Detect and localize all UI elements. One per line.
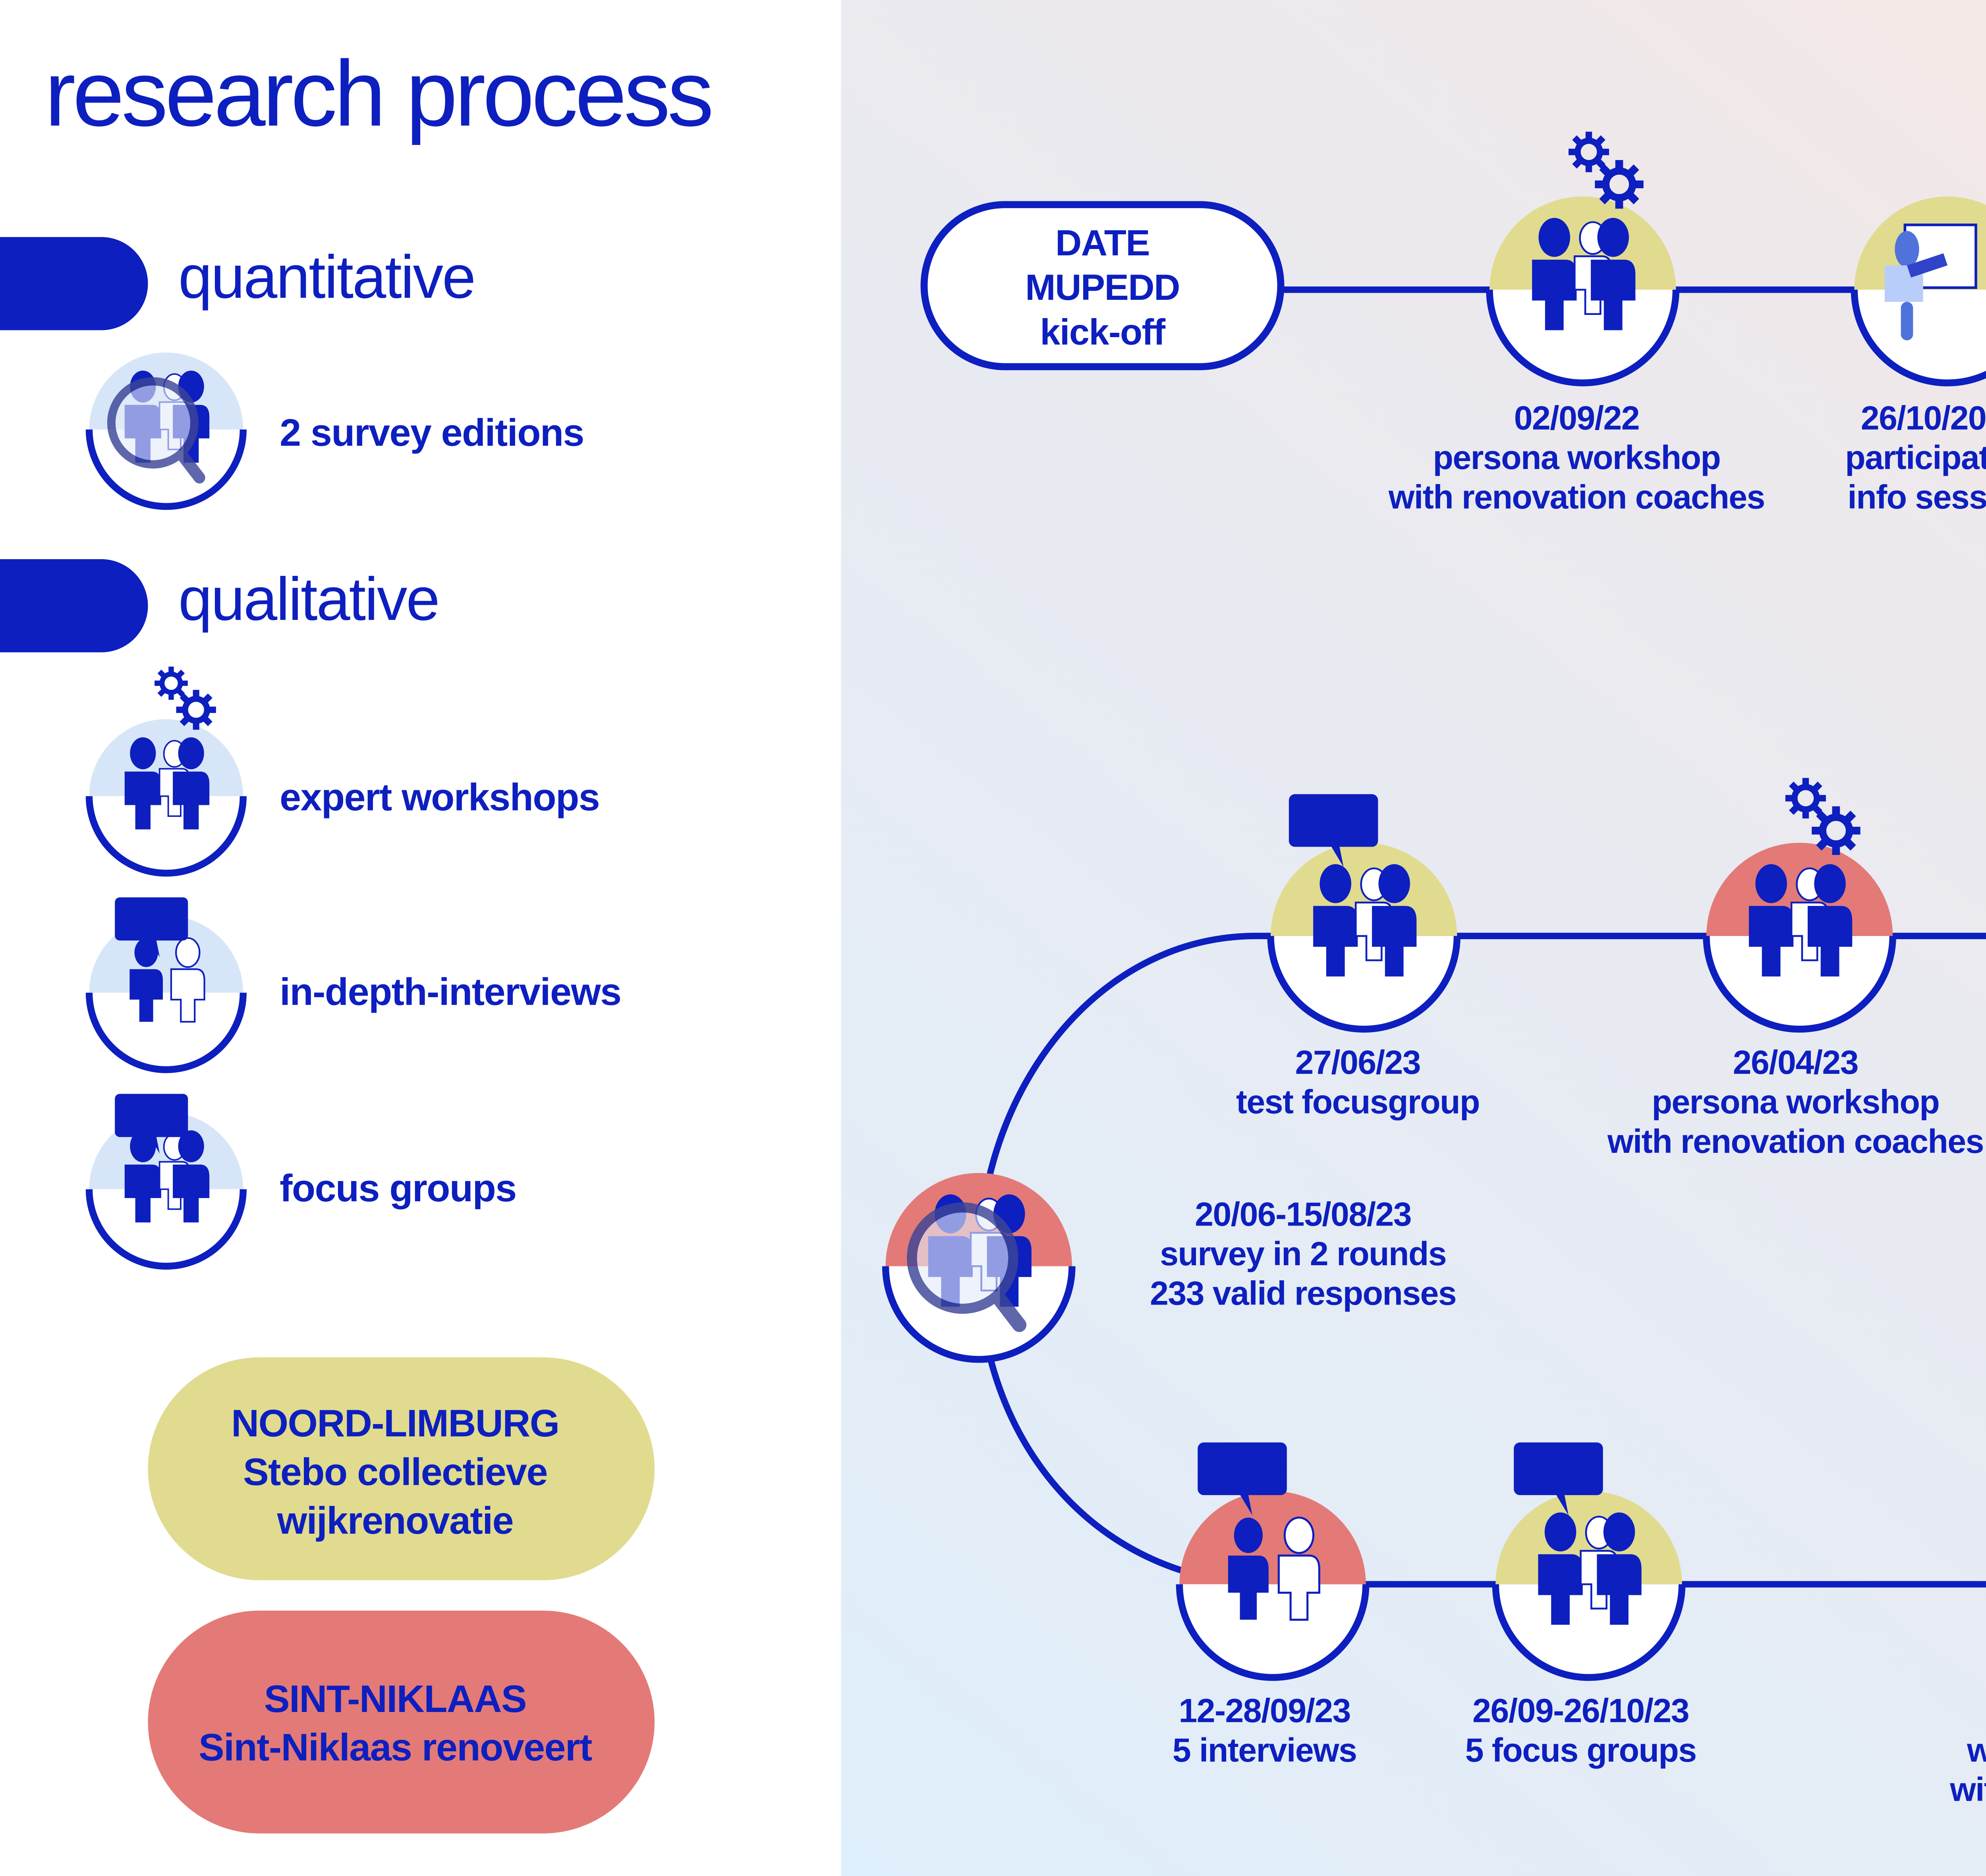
milestone-m11: 26/09-26/10/235 focus groups <box>1465 1442 1697 1769</box>
milestone-description: persona workshop <box>1433 439 1721 476</box>
node-lower-fill <box>89 992 243 1070</box>
node-outline <box>85 1189 247 1270</box>
milestone-description: survey in 2 rounds <box>1160 1235 1446 1272</box>
milestone-node-info-session <box>1851 196 1986 386</box>
milestone-date: 26/10/2022 <box>1861 400 1986 437</box>
qualitative-section: qualitative expert workshops in-depth-in… <box>0 559 622 1270</box>
milestone-description: 5 focus groups <box>1465 1731 1696 1769</box>
legend-label-interviews: in-depth-interviews <box>280 970 621 1013</box>
milestone-date: 26/09-26/10/23 <box>1472 1692 1689 1729</box>
region-pill-noord-limburg <box>148 1357 655 1581</box>
milestone-date: 27/06/23 <box>1295 1044 1420 1081</box>
node-lower-fill <box>1270 936 1457 1029</box>
milestone-description: with renovation coaches <box>1607 1123 1984 1160</box>
node-outline <box>85 992 247 1073</box>
region-name-sint-niklaas: SINT-NIKLAAS <box>264 1677 526 1720</box>
node-outline <box>882 1266 1076 1363</box>
milestone-node-focus-group <box>1492 1442 1686 1681</box>
region-name-noord-limburg: NOORD-LIMBURG <box>231 1401 559 1445</box>
legend-label-survey: 2 survey editions <box>280 411 584 454</box>
region-desc-noord-limburg-1: Stebo collectieve <box>243 1450 547 1493</box>
magnifier-icon <box>907 1202 1027 1332</box>
milestone-description: with renovation coaches <box>1388 478 1765 515</box>
milestone-description: participation <box>1845 439 1986 476</box>
node-region-fill <box>1179 1491 1366 1585</box>
qualitative-marker <box>0 559 148 652</box>
milestone-description: with renovation coaches <box>1949 1771 1986 1808</box>
node-outline <box>1486 290 1680 386</box>
legend-icon-interview <box>85 897 247 1073</box>
node-lower-fill <box>1179 1584 1366 1678</box>
node-outline <box>1176 1584 1370 1681</box>
qualitative-heading: qualitative <box>178 565 439 633</box>
node-outline <box>85 429 247 510</box>
legend-icon-survey <box>85 352 247 510</box>
quantitative-heading: quantitative <box>178 243 475 311</box>
node-outline <box>1492 1584 1686 1681</box>
page-title: research process <box>44 41 711 145</box>
milestone-date: 02/09/22 <box>1514 400 1639 437</box>
node-outline <box>1851 290 1986 386</box>
node-outline <box>1703 936 1896 1033</box>
node-lower-fill <box>1706 936 1893 1029</box>
legend-label-workshops: expert workshops <box>280 776 599 819</box>
node-lower-fill <box>1495 1584 1682 1678</box>
magnifier-icon <box>107 377 205 484</box>
legend-icon-focus-group <box>85 1094 247 1270</box>
node-outline <box>1267 936 1461 1033</box>
milestone-date: 20/06-15/08/23 <box>1195 1195 1411 1233</box>
speech-bubble-icon <box>1289 794 1378 867</box>
node-lower-fill <box>1490 290 1676 383</box>
milestone-node-survey <box>882 1173 1076 1363</box>
quantitative-section: quantitative 2 survey editions <box>0 237 584 510</box>
milestone-description: persona workshop <box>1652 1083 1940 1120</box>
start-pill-shape <box>920 201 1285 371</box>
milestone-description: info session <box>1847 478 1986 515</box>
start-pill-line-1: DATE <box>1055 223 1149 263</box>
start-pill-line-3: kick-off <box>1040 312 1165 352</box>
speech-bubble-icon <box>1514 1442 1603 1515</box>
milestone-node-focus-group <box>1267 794 1461 1033</box>
start-kickoff-pill: DATE MUPEDD kick-off <box>920 201 1285 371</box>
milestone-node-workshop <box>1703 778 1896 1033</box>
quantitative-marker <box>0 237 148 330</box>
milestone-description: 5 interviews <box>1173 1731 1356 1769</box>
milestone-m10: 12-28/09/235 interviews <box>1173 1442 1370 1769</box>
speech-bubble-icon <box>115 897 188 957</box>
milestone-node-workshop <box>1486 132 1680 386</box>
milestone-node-interview <box>1176 1442 1370 1681</box>
milestone-date: 26/04/23 <box>1733 1044 1858 1081</box>
region-desc-noord-limburg-2: wijkrenovatie <box>277 1499 513 1542</box>
legend-label-focus-groups: focus groups <box>280 1166 516 1210</box>
milestone-date: 12-28/09/23 <box>1178 1692 1350 1729</box>
milestone-description: test focusgroup <box>1236 1083 1480 1120</box>
timeline-path <box>976 286 1986 1588</box>
start-pill-line-2: MUPEDD <box>1025 267 1180 308</box>
milestone-description: 233 valid responses <box>1150 1274 1456 1312</box>
region-desc-sint-niklaas: Sint-Niklaas renoveert <box>199 1725 592 1769</box>
speech-bubble-icon <box>1198 1442 1287 1515</box>
milestone-m12: 23/11/23ws renovation journeywith renova… <box>1949 1731 1986 1808</box>
node-lower-fill <box>89 1189 243 1266</box>
milestone-m2: 26/10/2022participationinfo session <box>1845 196 1986 515</box>
speech-bubble-icon <box>115 1094 188 1154</box>
region-pill-sint-niklaas <box>148 1610 655 1834</box>
presenter-icon <box>1884 231 1948 341</box>
legend-icon-workshop <box>85 667 247 877</box>
region-noord-limburg: NOORD-LIMBURG Stebo collectieve wijkreno… <box>148 1357 655 1581</box>
node-outline <box>85 796 247 877</box>
region-sint-niklaas: SINT-NIKLAAS Sint-Niklaas renoveert <box>148 1610 655 1834</box>
milestone-description: ws renovation journey <box>1967 1731 1986 1769</box>
node-lower-fill <box>89 796 243 873</box>
